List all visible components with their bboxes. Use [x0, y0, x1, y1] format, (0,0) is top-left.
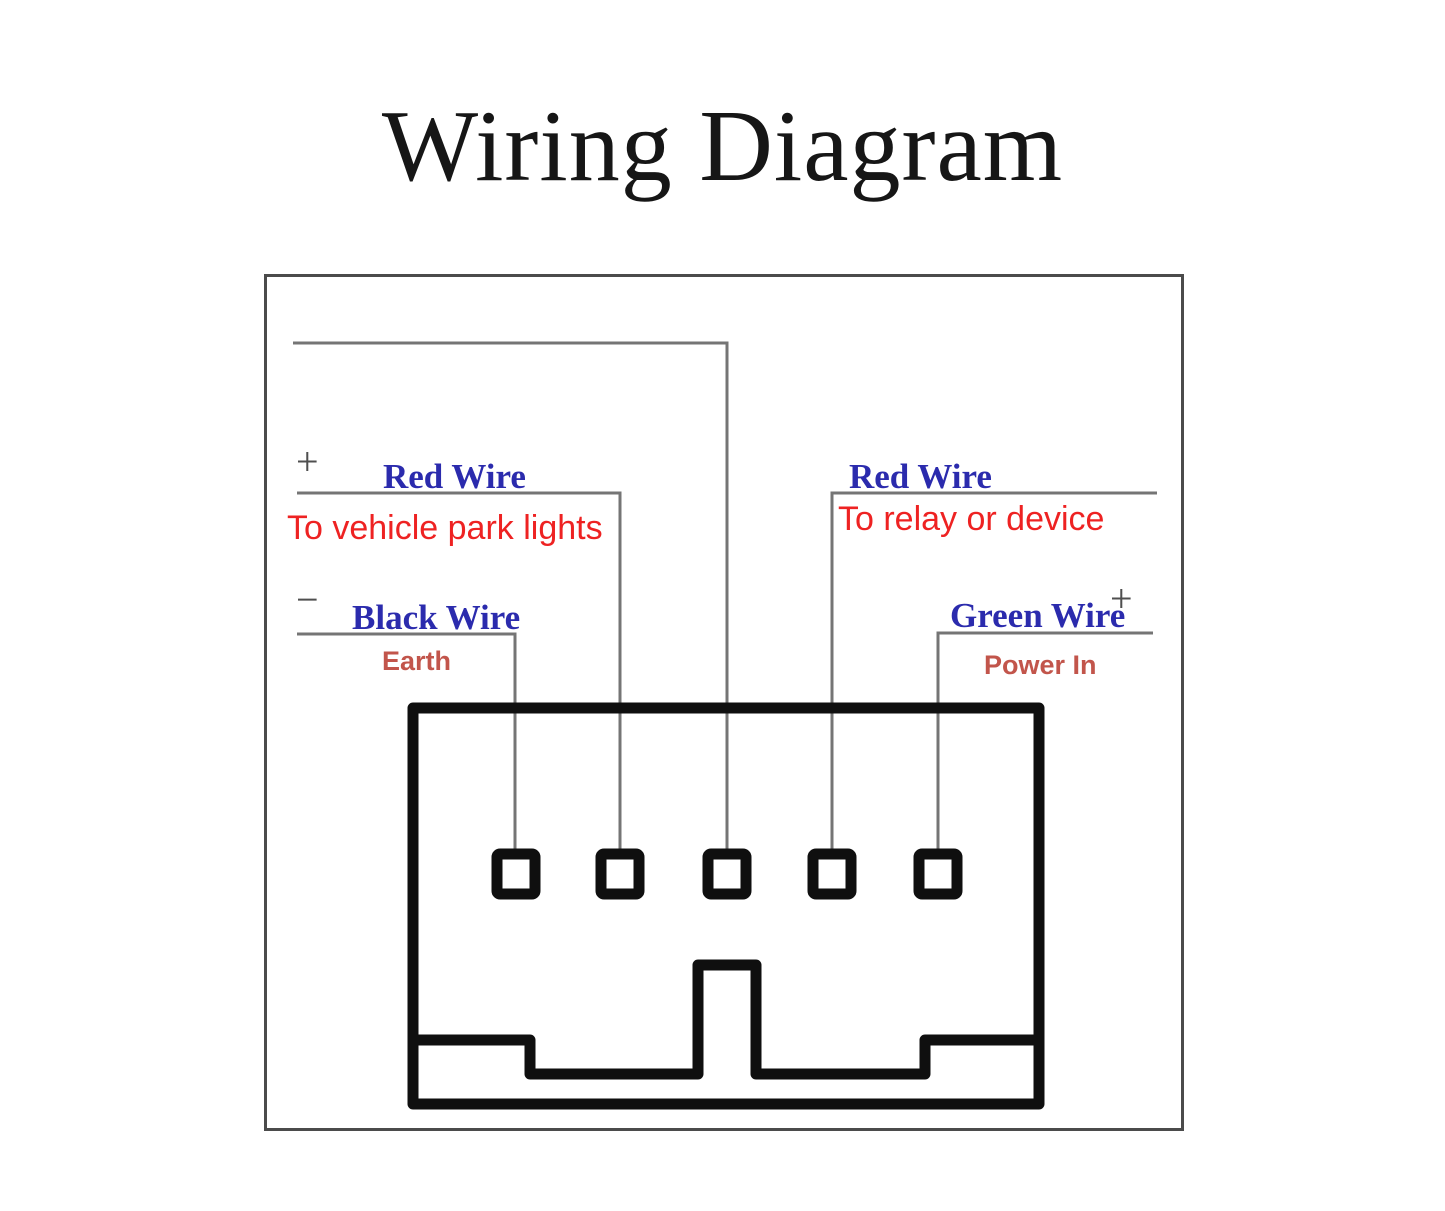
power-wire-name: Green Wire: [950, 596, 1126, 635]
park-lights-wire-name: Red Wire: [383, 457, 526, 496]
black-wire-line: [297, 632, 517, 855]
right-red-wire-line: [830, 491, 1157, 855]
park-lights-note: To vehicle park lights: [287, 509, 603, 547]
connector-keying-profile: [413, 959, 1039, 1080]
connector-pin-4: [807, 848, 857, 900]
left-red-wire-line: [297, 491, 622, 855]
minus-sign-earth: −: [296, 577, 319, 622]
connector-pin-5: [913, 848, 963, 900]
connector-pin-3: [702, 848, 752, 900]
top-wire-line: [293, 341, 729, 855]
green-wire-line: [936, 631, 1153, 855]
diagram-frame: [264, 274, 1184, 1131]
earth-wire-name: Black Wire: [352, 598, 521, 637]
plus-sign-power: +: [1110, 576, 1133, 621]
power-note: Power In: [984, 650, 1097, 680]
connector-pin-2: [595, 848, 645, 900]
relay-wire-name: Red Wire: [849, 457, 992, 496]
plus-sign-park-lights: +: [296, 439, 319, 484]
connector-pin-1: [491, 848, 541, 900]
connector-body: [407, 702, 1045, 1110]
earth-note: Earth: [382, 646, 452, 676]
relay-note: To relay or device: [838, 500, 1105, 538]
page-title: Wiring Diagram: [381, 90, 1064, 203]
